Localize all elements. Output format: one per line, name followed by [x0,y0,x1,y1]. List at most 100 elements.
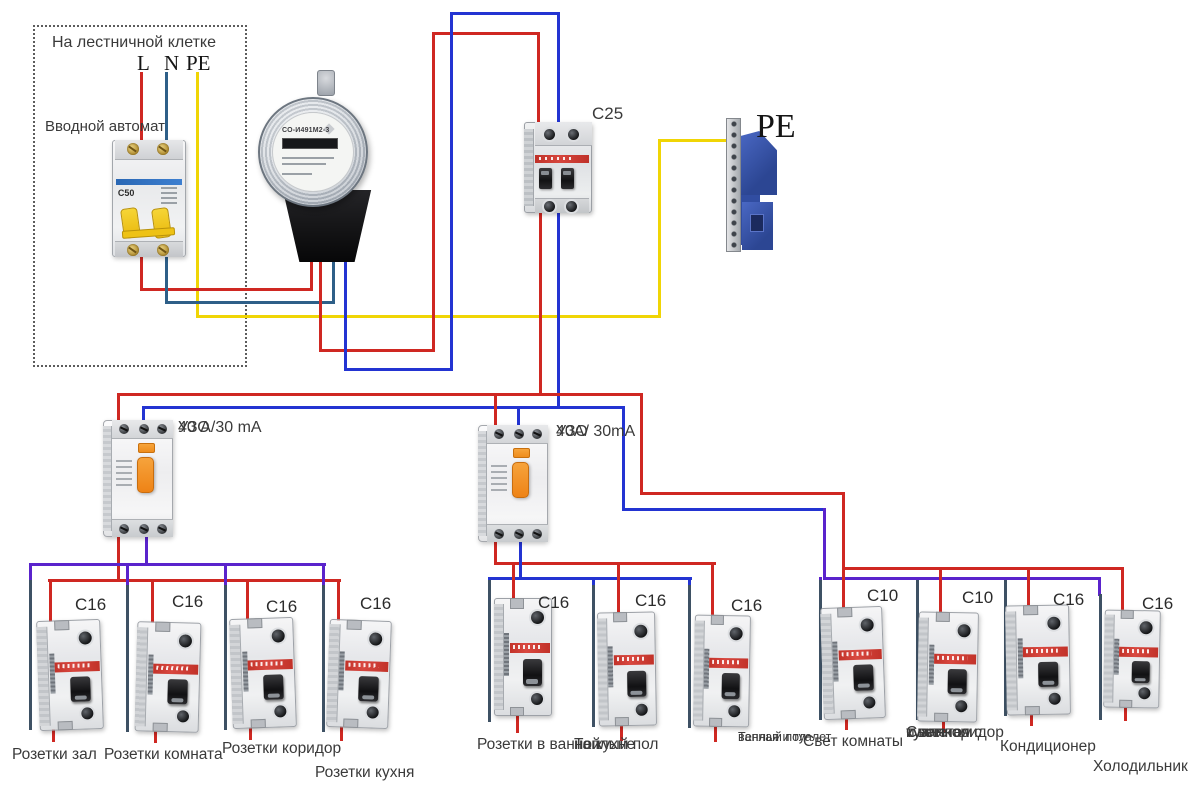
terminal-screw [513,529,524,540]
red-wire [842,567,1124,570]
blue-wire [622,508,826,511]
breaker-rating: C16 [75,595,107,614]
blue-wire [557,206,560,409]
breaker-bottom-terminal [250,719,267,729]
pe-busbar [726,118,741,252]
breaker-top-terminal [53,619,70,631]
purple-wire [823,577,1101,580]
slate-wire [488,580,491,722]
input-breaker-brand-stripe [116,178,182,185]
breaker-din-strip [1005,610,1018,711]
terminal-screw [157,143,170,155]
meter-spec-line [282,173,312,175]
terminal-hole [1139,620,1153,635]
circuit-breaker [36,618,104,732]
breaker-toggle [1038,661,1059,688]
slate-wire [1099,594,1102,720]
input-breaker-rating: C50 [117,187,135,198]
breaker-label-band [934,653,977,665]
yellow-wire [196,315,661,318]
breaker-bottom-terminal [1118,699,1133,709]
purple-wire [1098,577,1101,596]
meter-counter [282,138,338,149]
breaker-label-band [613,654,655,666]
red-wire [432,32,435,352]
input-breaker-markings [161,186,178,205]
red-wire [842,567,845,611]
terminal-screw [157,524,168,535]
purple-wire [29,563,32,585]
terminal-hole [543,201,555,213]
terminal-hole [567,128,579,140]
circuit-breaker [1005,604,1071,716]
purple-wire [126,563,129,589]
red-wire [140,72,143,142]
breaker-rating: C16 [266,597,298,616]
breaker-toggle [263,674,285,701]
breaker-side-label [928,644,934,685]
pe-bus-label: PE [756,108,796,145]
red-wire [246,579,249,623]
slate-wire [592,585,595,727]
red-wire [539,206,542,396]
terminal-hole [530,610,544,624]
breaker-din-strip [494,603,504,711]
breaker-toggle [947,669,968,695]
breaker-top-terminal [710,614,725,626]
rcd-bottom-terminals [487,524,548,542]
c25-breaker [524,122,592,213]
red-wire [494,540,497,565]
breaker-toggle [523,659,542,687]
breaker-bottom-terminal [615,716,630,727]
terminal-hole [635,703,648,716]
breaker-bottom-terminal [343,718,359,729]
terminal-hole [957,624,971,638]
blue-wire [344,255,347,371]
rcd-top-terminals [487,425,548,444]
circuit-breaker [494,598,552,716]
breaker-rating: C16 [172,592,204,611]
terminal-screw [127,143,140,155]
meter-spec-line [282,163,326,165]
red-wire [516,716,519,733]
blue-wire [488,577,692,580]
input-breaker-label: Вводной автомат [45,118,165,135]
rcd-bottom-terminals [112,519,173,537]
circuit-breaker [1103,609,1161,709]
red-wire [1121,567,1124,611]
phase-label-n: N [164,51,180,75]
blue-wire [450,12,453,371]
breaker-rating: C10 [962,588,994,607]
breaker-rating: C16 [1053,590,1085,609]
breaker-label-band [1119,647,1159,658]
red-wire [337,579,340,625]
blue-wire [450,12,560,15]
breaker-side-label [147,654,154,695]
red-wire [249,726,252,740]
circuit-breaker [134,621,202,733]
meter-seal [317,70,335,96]
yellow-wire [196,72,199,318]
red-wire [512,562,515,602]
purple-wire [322,563,325,589]
breaker-rating: C16 [1142,594,1174,613]
red-wire [537,32,540,127]
teal-wire [332,258,335,304]
terminal-screw [157,243,170,256]
breaker-label-band [153,663,199,675]
terminal-hole [530,693,543,706]
terminal-hole [566,201,578,213]
breaker-rating: C16 [731,596,763,615]
breaker-top-terminal [510,598,525,609]
breaker-toggle [167,679,189,706]
blue-wire [519,540,522,580]
breaker-bottom-terminal [933,712,949,723]
terminal-hole [176,710,189,723]
blue-wire [688,577,691,587]
circuit-breaker [693,614,751,728]
c25-label: C25 [592,104,624,123]
terminal-screw [494,529,505,540]
terminal-hole [544,128,555,140]
blue-wire [592,577,595,587]
blue-wire [142,406,625,409]
